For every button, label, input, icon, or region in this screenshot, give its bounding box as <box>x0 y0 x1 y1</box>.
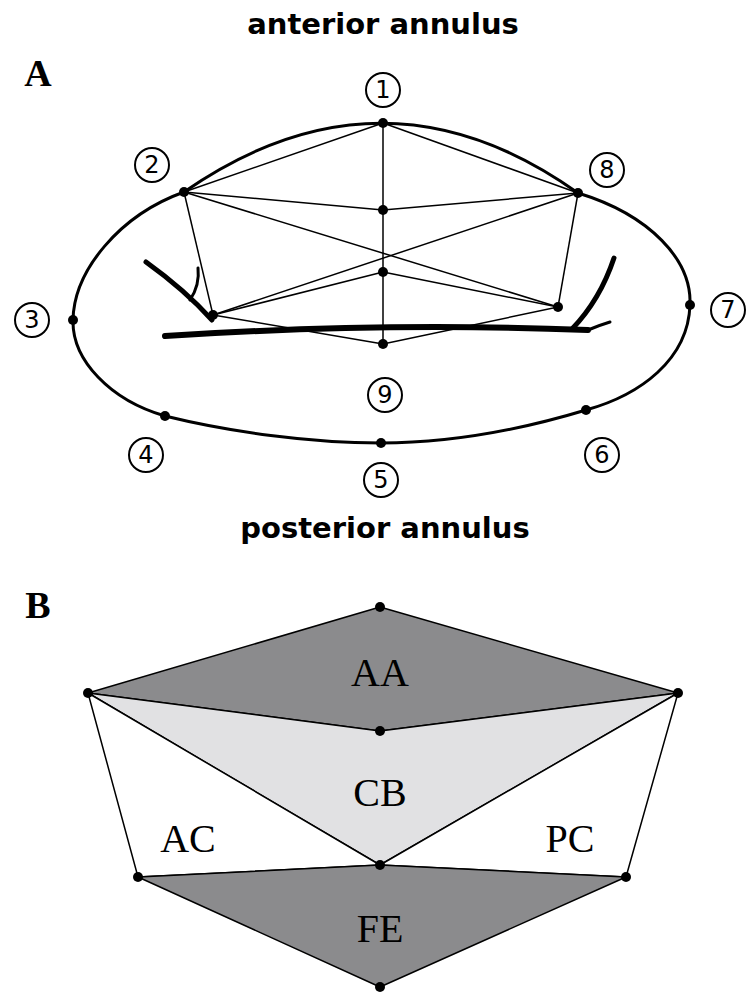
marker-dots <box>68 118 695 448</box>
mesh-lines <box>184 123 578 344</box>
panel-letter: A <box>24 51 51 95</box>
callout-number: 8 <box>599 158 614 182</box>
region-label: PC <box>546 815 595 862</box>
callout-circle: 7 <box>710 292 746 328</box>
region-shape: AC <box>88 693 380 877</box>
callout-number: 1 <box>375 78 390 102</box>
region-label: AA <box>351 649 409 696</box>
region-heading: posterior annulus <box>240 511 529 545</box>
region-shape: PC <box>380 693 678 877</box>
callout-number: 9 <box>377 383 392 407</box>
callout-number: 5 <box>373 468 388 492</box>
callout-number: 6 <box>594 443 609 467</box>
region-outline <box>380 693 678 877</box>
region-label: FE <box>357 905 404 952</box>
region-label: CB <box>353 769 406 816</box>
callout-number: 7 <box>720 298 735 322</box>
callout-circle: 9 <box>367 377 403 413</box>
panel-letter: A <box>24 52 51 94</box>
callout-number: 4 <box>138 443 153 467</box>
callout-circle: 2 <box>134 147 170 183</box>
region-heading: anterior annulus <box>247 7 519 41</box>
papillary-vessel <box>146 258 614 336</box>
panel-letter: B <box>25 584 50 626</box>
region-shape: FE <box>138 865 626 987</box>
callout-circle: 3 <box>14 302 50 338</box>
region-label: AC <box>160 815 216 862</box>
callout-number: 2 <box>144 153 159 177</box>
callout-circle: 1 <box>365 72 401 108</box>
region-outline <box>88 693 380 877</box>
callout-circle: 6 <box>584 437 620 473</box>
region-heading: anterior annulus <box>247 7 519 41</box>
callout-circle: 8 <box>589 152 625 188</box>
callout-circle: 5 <box>363 462 399 498</box>
callout-circle: 4 <box>128 437 164 473</box>
annulus-outline <box>73 123 690 443</box>
panel-letter: B <box>25 583 50 627</box>
callout-number: 3 <box>24 308 39 332</box>
region-heading: posterior annulus <box>240 511 529 545</box>
